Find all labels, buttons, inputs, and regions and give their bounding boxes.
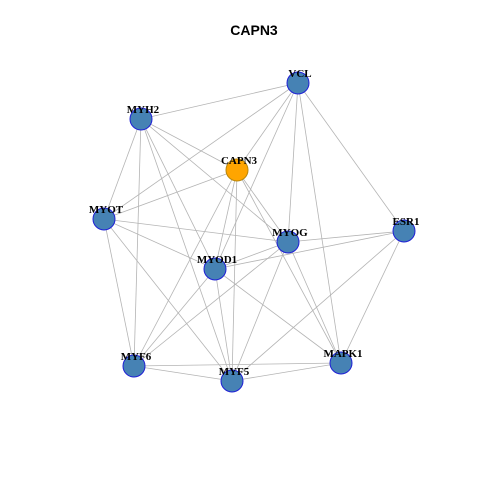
edge-myog-esr1 [287, 230, 405, 243]
node-label-myf5: MYF5 [219, 366, 250, 378]
node-capn3[interactable] [225, 158, 249, 182]
edge-myf6-mapk1 [133, 362, 342, 367]
edge-vcl-myog [287, 82, 299, 243]
edge-myot-myod1 [103, 218, 216, 270]
edge-myod1-mapk1 [214, 268, 342, 364]
node-esr1[interactable] [392, 219, 416, 243]
edge-layer [103, 82, 405, 382]
edge-myh2-capn3 [140, 118, 238, 171]
edge-vcl-myh2 [140, 82, 299, 120]
edge-myog-myf6 [133, 241, 289, 367]
node-layer [92, 71, 416, 393]
graph-title: CAPN3 [230, 22, 278, 38]
edge-myog-myf5 [231, 241, 289, 382]
edge-vcl-myod1 [214, 82, 299, 270]
node-label-myod1: MYOD1 [197, 254, 237, 266]
node-myot[interactable] [92, 207, 116, 231]
edge-vcl-capn3 [236, 82, 299, 171]
node-label-myf6: MYF6 [121, 351, 152, 363]
node-label-esr1: ESR1 [393, 216, 420, 228]
node-label-mapk1: MAPK1 [323, 348, 362, 360]
node-vcl[interactable] [286, 71, 310, 95]
node-myog[interactable] [276, 230, 300, 254]
edge-capn3-myog [236, 169, 289, 243]
node-label-capn3: CAPN3 [221, 155, 258, 167]
edge-myot-myog [103, 218, 289, 243]
edge-myh2-myog [140, 118, 289, 243]
edge-myod1-myf6 [133, 268, 216, 367]
edge-myot-myf6 [103, 218, 135, 367]
node-label-vcl: VCL [288, 68, 311, 80]
edge-myog-mapk1 [287, 241, 342, 364]
edge-capn3-myod1 [214, 169, 238, 270]
node-myf6[interactable] [122, 354, 146, 378]
node-mapk1[interactable] [329, 351, 353, 375]
edge-myh2-myf5 [140, 118, 233, 382]
node-myod1[interactable] [203, 257, 227, 281]
edge-esr1-myf5 [231, 230, 405, 382]
edge-capn3-myf5 [231, 169, 238, 382]
edge-capn3-mapk1 [236, 169, 342, 364]
edge-myh2-myot [103, 118, 142, 220]
node-label-myot: MYOT [89, 204, 124, 216]
node-label-myog: MYOG [272, 227, 308, 239]
edge-esr1-mapk1 [340, 230, 405, 364]
edge-myot-myf5 [103, 218, 233, 382]
edge-myf5-mapk1 [231, 362, 342, 382]
node-myh2[interactable] [129, 107, 153, 131]
edge-myog-myod1 [214, 241, 289, 270]
edge-myod1-myf5 [214, 268, 233, 382]
edge-myh2-myf6 [133, 118, 142, 367]
node-myf5[interactable] [220, 369, 244, 393]
edge-esr1-myod1 [214, 230, 405, 270]
node-label-myh2: MYH2 [127, 104, 160, 116]
edge-vcl-mapk1 [297, 82, 342, 364]
edge-capn3-myf6 [133, 169, 238, 367]
edge-myh2-myod1 [140, 118, 216, 270]
edge-myf6-myf5 [133, 365, 233, 382]
edge-capn3-myot [103, 169, 238, 220]
edge-vcl-esr1 [297, 82, 405, 232]
